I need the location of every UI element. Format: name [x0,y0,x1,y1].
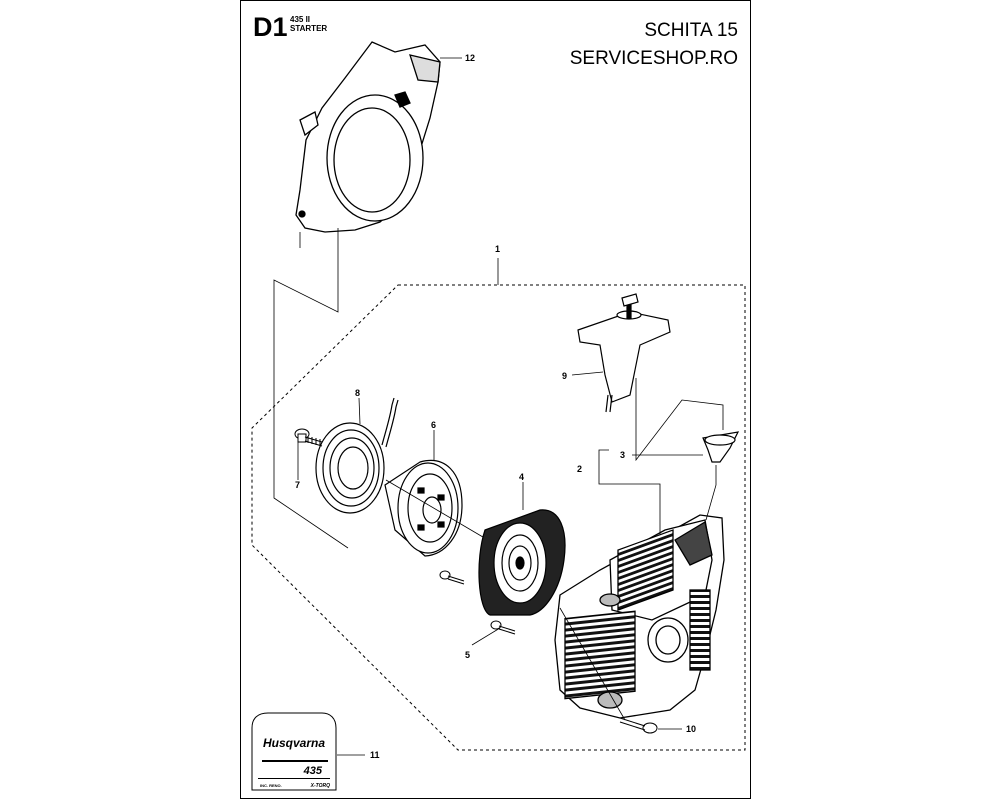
husqvarna-decal-part: Husqvarna 435 INC. RENO. X-TORQ [251,712,337,791]
model-name: 435 II [290,15,311,24]
guide-to-housing-line [705,465,717,521]
axis-line-left [385,479,489,541]
section-title: STARTER [290,24,328,33]
starter-handle-part [577,293,671,413]
page-frame [240,0,751,799]
callout-5: 5 [465,650,470,660]
section-code: D1 [253,12,288,42]
shop-name: SERVICESHOP.RO [569,48,738,69]
callout-11: 11 [370,750,380,760]
starter-rope-part [315,397,399,514]
callout-12: 12 [465,53,475,63]
screw-part-5 [439,570,516,635]
screw-part-7 [294,428,323,447]
callout-1: 1 [495,244,500,254]
leader-5 [471,627,501,646]
callout-9: 9 [562,371,567,381]
callout-4: 4 [519,472,524,482]
screw-part-10 [619,717,658,734]
rope-guide-part [702,431,740,463]
section-header: 435 II STARTER [290,15,327,33]
starter-housing-part [554,514,725,719]
handle-to-guide-line [635,378,724,462]
spring-cassette-part [478,509,566,616]
decal-footer-right: X-TORQ [310,783,330,789]
decal-model: 435 [303,765,323,777]
assembly-boundary [251,284,746,751]
fan-cover-part [295,41,441,233]
callout-7: 7 [295,480,300,490]
rope-pulley-part [384,460,463,557]
callout-10: 10 [686,724,696,734]
axis-line-right [559,607,626,721]
callout-8: 8 [355,388,360,398]
callout-6: 6 [431,420,436,430]
decal-footer-left: INC. RENO. [260,783,282,788]
sheet-label: SCHITA 15 [644,20,738,41]
callout-3: 3 [620,450,625,460]
callout-2: 2 [577,464,582,474]
decal-brand: Husqvarna [263,736,325,750]
cover-to-housing-line [273,228,349,549]
